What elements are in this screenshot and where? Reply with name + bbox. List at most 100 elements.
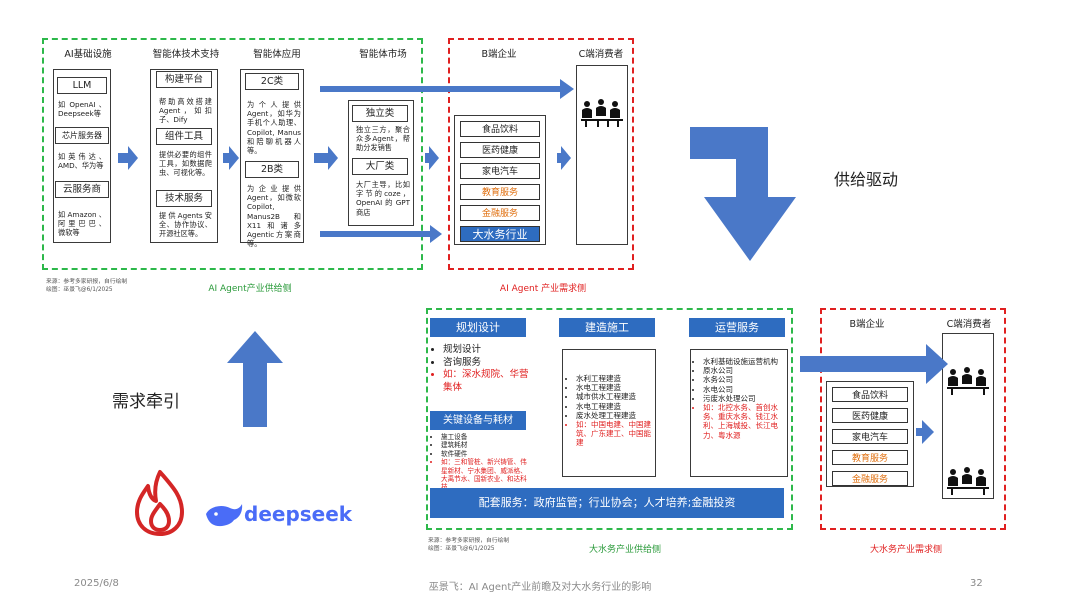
planning-item: 规划设计 xyxy=(443,344,531,357)
arrow-infra-to-tech xyxy=(118,146,138,170)
arrow-tech-to-app xyxy=(223,146,239,170)
top-industry-item: 金融服务 xyxy=(460,205,540,221)
construction-item: 水电工程建造 xyxy=(576,402,656,411)
application-title: 智能体应用 xyxy=(253,49,301,60)
arrow-app-to-market xyxy=(314,146,338,170)
equipment-header: 关键设备与耗材 xyxy=(430,411,526,430)
construction-example: 如：中国电建、中国建筑、广东建工、中国能建 xyxy=(576,420,656,448)
bottom-supply-caption: 大水务产业供给侧 xyxy=(588,545,661,555)
market-title: 智能体市场 xyxy=(359,49,407,60)
arrow-supply-to-c xyxy=(800,344,948,384)
ai-agent-supply-side-frame xyxy=(42,38,423,270)
construction-item: 水利工程建造 xyxy=(576,374,656,383)
bottom-demand-caption: 大水务产业需求侧 xyxy=(869,545,942,555)
bottom-industry-item: 金融服务 xyxy=(832,471,908,486)
build-platform-label: 构建平台 xyxy=(156,71,212,88)
top-c-end-title: C端消费者 xyxy=(578,49,624,60)
to-c-label: 2C类 xyxy=(245,73,299,90)
to-c-desc: 为 个 人 提 供Agent，如华为手机个人助理、Copilot, Manus和… xyxy=(247,100,301,156)
big-company-label: 大厂类 xyxy=(352,158,408,175)
equipment-list: 施工设备 建筑耗材 软件硬件 如：三和管桩、新兴铸管、伟星新材、宁水集团、威派格… xyxy=(431,433,531,492)
arrow-market-to-b xyxy=(425,146,439,170)
bottom-source-line1: 来源：参考多家研报，自行绘制 xyxy=(428,538,510,544)
chip-server-label: 芯片服务器 xyxy=(55,127,109,144)
bottom-industry-item: 医药健康 xyxy=(832,408,908,423)
equipment-item: 建筑耗材 xyxy=(441,441,531,449)
infra-column xyxy=(53,69,111,243)
infra-title: AI基础设施 xyxy=(64,49,112,60)
top-industry-item: 教育服务 xyxy=(460,184,540,200)
top-industry-item: 大水务行业 xyxy=(460,226,540,242)
top-industry-item: 医药健康 xyxy=(460,142,540,158)
water-supply-side-frame xyxy=(426,308,793,530)
equipment-item: 施工设备 xyxy=(441,433,531,441)
deepseek-logo-text: deepseek xyxy=(244,502,353,526)
operation-item: 原水公司 xyxy=(703,366,787,375)
water-demand-side-frame xyxy=(820,308,1006,530)
to-b-desc: 为 企 业 提 供Agent，如微软Copilot, Manus2B和X11和诸… xyxy=(247,184,301,249)
flame-logo xyxy=(135,470,184,536)
top-supply-caption: AI Agent产业供给侧 xyxy=(208,284,292,294)
tech-support-title: 智能体技术支持 xyxy=(152,49,220,60)
top-source-line1: 来源：参考多家研报，自行绘制 xyxy=(46,279,128,285)
top-source-line2: 绘图：巫景飞@6/1/2025 xyxy=(46,287,113,293)
top-c-end-column xyxy=(576,65,628,245)
component-tools-desc: 提供必要的组件工具，如数据爬虫、可视化等。 xyxy=(159,150,212,178)
arrow-app-to-c-top xyxy=(320,79,574,99)
big-company-desc: 大厂主导，比如字节的coze，OpenAI 的 GPT商店 xyxy=(356,180,410,217)
bottom-consumers-icon-2 xyxy=(945,466,991,496)
planning-header: 规划设计 xyxy=(430,318,526,337)
construction-item: 水电工程建造 xyxy=(576,383,656,392)
supply-drive-arrow xyxy=(690,127,796,261)
top-industry-item: 食品饮料 xyxy=(460,121,540,137)
support-services-bar: 配套服务：政府监管；行业协会；人才培养;金融投资 xyxy=(430,488,784,518)
supply-drive-label: 供给驱动 xyxy=(834,170,899,189)
construction-box xyxy=(562,349,656,477)
deepseek-whale-icon xyxy=(206,504,243,527)
application-column xyxy=(240,69,304,243)
bottom-industry-item: 食品饮料 xyxy=(832,387,908,402)
independent-label: 独立类 xyxy=(352,105,408,122)
top-b-end-title: B端企业 xyxy=(481,49,517,60)
operation-box xyxy=(690,349,788,477)
independent-desc: 独立三方，聚合众多Agent，帮助分发销售 xyxy=(356,125,410,153)
tech-service-desc: 提供Agents安全、协作协议、开源社区等。 xyxy=(159,211,212,239)
demand-pull-arrow xyxy=(227,331,283,427)
top-demand-caption: AI Agent 产业需求侧 xyxy=(499,284,587,294)
footer-title: 巫景飞：AI Agent产业前瞻及对大水务行业的影响 xyxy=(428,582,652,593)
operation-list: 水利基础设施运营机构 原水公司 水务公司 水电公司 污废水处理公司 如：北控水务… xyxy=(693,357,787,440)
ai-agent-demand-side-frame xyxy=(448,38,634,270)
equipment-example: 如：三和管桩、新兴铸管、伟星新材、宁水集团、威派格、大禹节水、国新农业、和达科技 xyxy=(441,458,531,492)
equipment-item: 软件硬件 xyxy=(441,450,531,458)
bottom-industry-item: 家电汽车 xyxy=(832,429,908,444)
chip-server-desc: 如 英 伟 达 、AMD、华为等 xyxy=(58,152,106,171)
footer-date: 2025/6/8 xyxy=(74,578,119,589)
operation-header: 运营服务 xyxy=(689,318,785,337)
operation-item: 水利基础设施运营机构 xyxy=(703,357,787,366)
construction-item: 城市供水工程建造 xyxy=(576,392,656,401)
footer-page-number: 32 xyxy=(970,578,983,589)
top-industry-item: 家电汽车 xyxy=(460,163,540,179)
construction-list: 水利工程建造 水电工程建造 城市供水工程建造 水电工程建造 废水处理工程建造 如… xyxy=(566,374,656,448)
planning-item: 咨询服务 xyxy=(443,357,531,370)
planning-example: 如：深水规院、华营集体 xyxy=(443,369,531,394)
build-platform-desc: 帮助高效搭建Agent，如扣子、Dify xyxy=(159,97,212,125)
top-consumers-icon xyxy=(579,98,625,128)
construction-header: 建造施工 xyxy=(559,318,655,337)
bottom-c-end-title: C端消费者 xyxy=(946,319,992,330)
demand-pull-label: 需求牵引 xyxy=(112,392,180,412)
llm-label: LLM xyxy=(57,77,107,94)
operation-item: 污废水处理公司 xyxy=(703,394,787,403)
component-tools-label: 组件工具 xyxy=(156,128,212,145)
cloud-service-desc: 如 Amazon 、阿 里 巴 巴 、微软等 xyxy=(58,210,106,238)
bottom-consumers-icon-1 xyxy=(945,366,991,396)
arrow-b-to-c xyxy=(557,146,571,170)
operation-item: 水务公司 xyxy=(703,375,787,384)
cloud-service-label: 云服务商 xyxy=(55,181,109,198)
llm-desc: 如 OpenAI 、Deepseek等 xyxy=(58,100,106,119)
tech-support-column xyxy=(150,69,218,243)
arrow-app-to-b-bottom xyxy=(320,225,442,243)
planning-list: 规划设计 咨询服务 如：深水规院、华营集体 xyxy=(431,344,531,394)
